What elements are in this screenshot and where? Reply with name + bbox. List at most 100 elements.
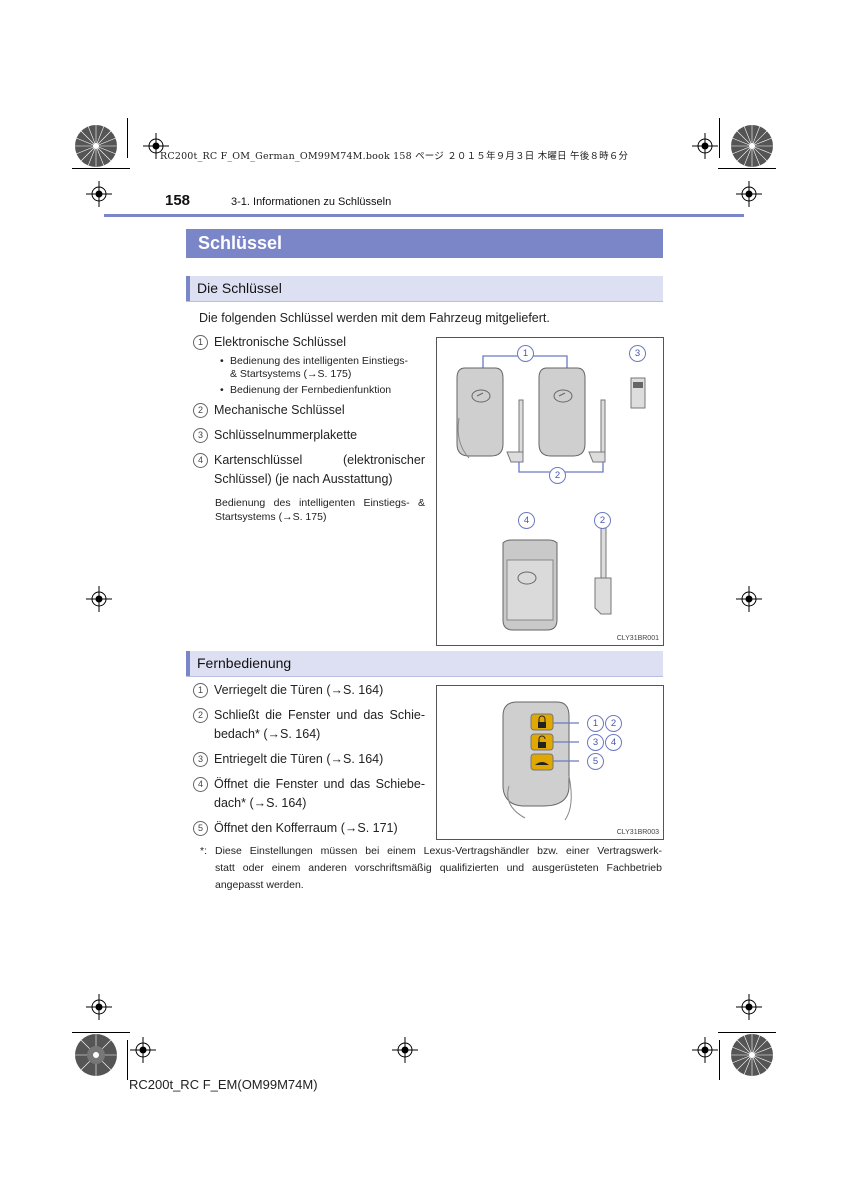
callout-3: 3 bbox=[629, 345, 646, 362]
callout-2: 2 bbox=[594, 512, 611, 529]
footnote-line: angepasst werden. bbox=[215, 879, 304, 891]
subheading-accent bbox=[186, 276, 190, 301]
crop-mark bbox=[719, 1040, 720, 1080]
registration-mark-icon bbox=[143, 133, 169, 159]
item-number-badge: 5 bbox=[193, 821, 208, 836]
footnote: *: Diese Einstellungen müssen bei einem … bbox=[200, 843, 662, 894]
subheading-keys-label: Die Schlüssel bbox=[197, 280, 282, 296]
crop-mark bbox=[72, 168, 130, 169]
starburst-mark-icon bbox=[731, 125, 773, 167]
registration-mark-icon bbox=[736, 994, 762, 1020]
remote-item-text: dach* (→S. 164) bbox=[214, 796, 307, 810]
remote-item: 2 Schließt die Fenster und das Schie- be… bbox=[193, 706, 425, 744]
key-item-text: Kartenschlüssel (elektronischer bbox=[214, 453, 425, 467]
callout-3: 3 bbox=[587, 734, 604, 751]
print-header: RC200t_RC F_OM_German_OM99M74M.book 158 … bbox=[160, 151, 629, 162]
page-title-bar: Schlüssel bbox=[186, 229, 663, 258]
remote-fob-icon bbox=[502, 701, 572, 821]
remote-item-text: Öffnet die Fenster und das Schiebe- bbox=[214, 777, 425, 791]
starburst-mark-icon bbox=[731, 1034, 773, 1076]
registration-mark-icon bbox=[736, 586, 762, 612]
remote-item: 1 Verriegelt die Türen (→S. 164) bbox=[193, 681, 425, 700]
registration-mark-icon bbox=[692, 133, 718, 159]
callout-5: 5 bbox=[587, 753, 604, 770]
item-number-badge: 4 bbox=[193, 777, 208, 792]
item-number-badge: 2 bbox=[193, 708, 208, 723]
note-line: Bedienung des intelligenten Einstiegs- & bbox=[215, 497, 425, 509]
keys-illustration bbox=[456, 355, 646, 631]
smart-key-fob-icon bbox=[456, 367, 524, 463]
registration-mark-icon bbox=[130, 1037, 156, 1063]
crop-mark bbox=[72, 1032, 130, 1033]
footnote-body: Diese Einstellungen müssen bei einem Lex… bbox=[215, 843, 662, 894]
key-item-text: Schlüsselnummerplakette bbox=[214, 428, 358, 442]
keys-intro: Die folgenden Schlüssel werden mit dem F… bbox=[199, 311, 550, 325]
remote-item-text: Schließt die Fenster und das Schie- bbox=[214, 708, 425, 722]
callout-2: 2 bbox=[605, 715, 622, 732]
callout-4: 4 bbox=[605, 734, 622, 751]
figure-code: CLY31BR001 bbox=[616, 635, 659, 642]
card-key-icon bbox=[502, 539, 558, 631]
bullet-line: & Startsystems (→S. 175) bbox=[230, 368, 352, 380]
crop-mark bbox=[718, 1032, 776, 1033]
registration-mark-icon bbox=[86, 181, 112, 207]
subheading-remote-label: Fernbedienung bbox=[197, 655, 292, 671]
remote-item: 3 Entriegelt die Türen (→S. 164) bbox=[193, 750, 425, 769]
remote-item-text: Entriegelt die Türen (→S. 164) bbox=[214, 752, 384, 766]
remote-item-text: Öffnet den Kofferraum (→S. 171) bbox=[214, 821, 398, 835]
remote-illustration bbox=[502, 701, 579, 821]
crop-mark bbox=[127, 1040, 128, 1080]
figure-code: CLY31BR003 bbox=[616, 829, 659, 836]
footnote-marker: *: bbox=[200, 845, 208, 857]
keys-figure: 1 3 2 4 2 CLY31BR001 bbox=[436, 337, 664, 646]
item-number-badge: 1 bbox=[193, 335, 208, 350]
page-title: Schlüssel bbox=[198, 233, 283, 253]
registration-mark-icon bbox=[392, 1037, 418, 1063]
key-item: 3 Schlüsselnummerplakette bbox=[193, 426, 425, 445]
subheading-keys: Die Schlüssel bbox=[186, 276, 663, 302]
header-rule bbox=[104, 214, 744, 217]
crop-mark bbox=[718, 168, 776, 169]
bullet-line: Bedienung des intelligenten Einstiegs- bbox=[230, 355, 409, 367]
section-breadcrumb: 3-1. Informationen zu Schlüsseln bbox=[231, 196, 392, 208]
registration-mark-icon bbox=[86, 586, 112, 612]
item-number-badge: 2 bbox=[193, 403, 208, 418]
registration-mark-icon bbox=[692, 1037, 718, 1063]
item-number-badge: 1 bbox=[193, 683, 208, 698]
remote-figure: 1 2 3 4 5 CLY31BR003 bbox=[436, 685, 664, 840]
starburst-mark-icon bbox=[75, 125, 117, 167]
footer-book-code: RC200t_RC F_EM(OM99M74M) bbox=[129, 1077, 318, 1092]
registration-mark-icon bbox=[736, 181, 762, 207]
item-number-badge: 3 bbox=[193, 752, 208, 767]
registration-mark-icon bbox=[86, 994, 112, 1020]
key-item: 1 Elektronische Schlüssel bbox=[193, 333, 425, 352]
bullet-item: Bedienung der Fernbedienfunktion bbox=[220, 384, 391, 397]
key-item-text: Schlüssel) (je nach Ausstattung) bbox=[214, 472, 393, 486]
item-number-badge: 3 bbox=[193, 428, 208, 443]
key-item: 2 Mechanische Schlüssel bbox=[193, 401, 425, 420]
item-number-badge: 4 bbox=[193, 453, 208, 468]
bullet-item: Bedienung des intelligenten Einstiegs- &… bbox=[220, 355, 408, 381]
smart-key-fob-icon bbox=[538, 367, 606, 463]
remote-item: 5 Öffnet den Kofferraum (→S. 171) bbox=[193, 819, 425, 838]
remote-item-text: bedach* (→S. 164) bbox=[214, 727, 321, 741]
bullet-line: Bedienung der Fernbedienfunktion bbox=[230, 384, 392, 396]
note-line: Startsystems (→S. 175) bbox=[215, 511, 327, 523]
key-item-text: Elektronische Schlüssel bbox=[214, 335, 347, 349]
footnote-line: statt oder einem anderen vorschriftsmäßi… bbox=[215, 862, 662, 874]
remote-item: 4 Öffnet die Fenster und das Schiebe- da… bbox=[193, 775, 425, 813]
crop-mark bbox=[719, 118, 720, 158]
callout-1: 1 bbox=[517, 345, 534, 362]
subheading-accent bbox=[186, 651, 190, 676]
key-item: 4 Kartenschlüssel (elektronischer Schlüs… bbox=[193, 451, 425, 489]
subheading-remote: Fernbedienung bbox=[186, 651, 663, 677]
footnote-line: Diese Einstellungen müssen bei einem Lex… bbox=[215, 845, 662, 857]
callout-1: 1 bbox=[587, 715, 604, 732]
key-item-text: Mechanische Schlüssel bbox=[214, 403, 345, 417]
mechanical-key-icon bbox=[594, 527, 612, 615]
remote-item-text: Verriegelt die Türen (→S. 164) bbox=[214, 683, 384, 697]
starburst-mark-icon bbox=[75, 1034, 117, 1076]
crop-mark bbox=[127, 118, 128, 158]
card-key-note: Bedienung des intelligenten Einstiegs- &… bbox=[215, 496, 425, 524]
callout-2: 2 bbox=[549, 467, 566, 484]
